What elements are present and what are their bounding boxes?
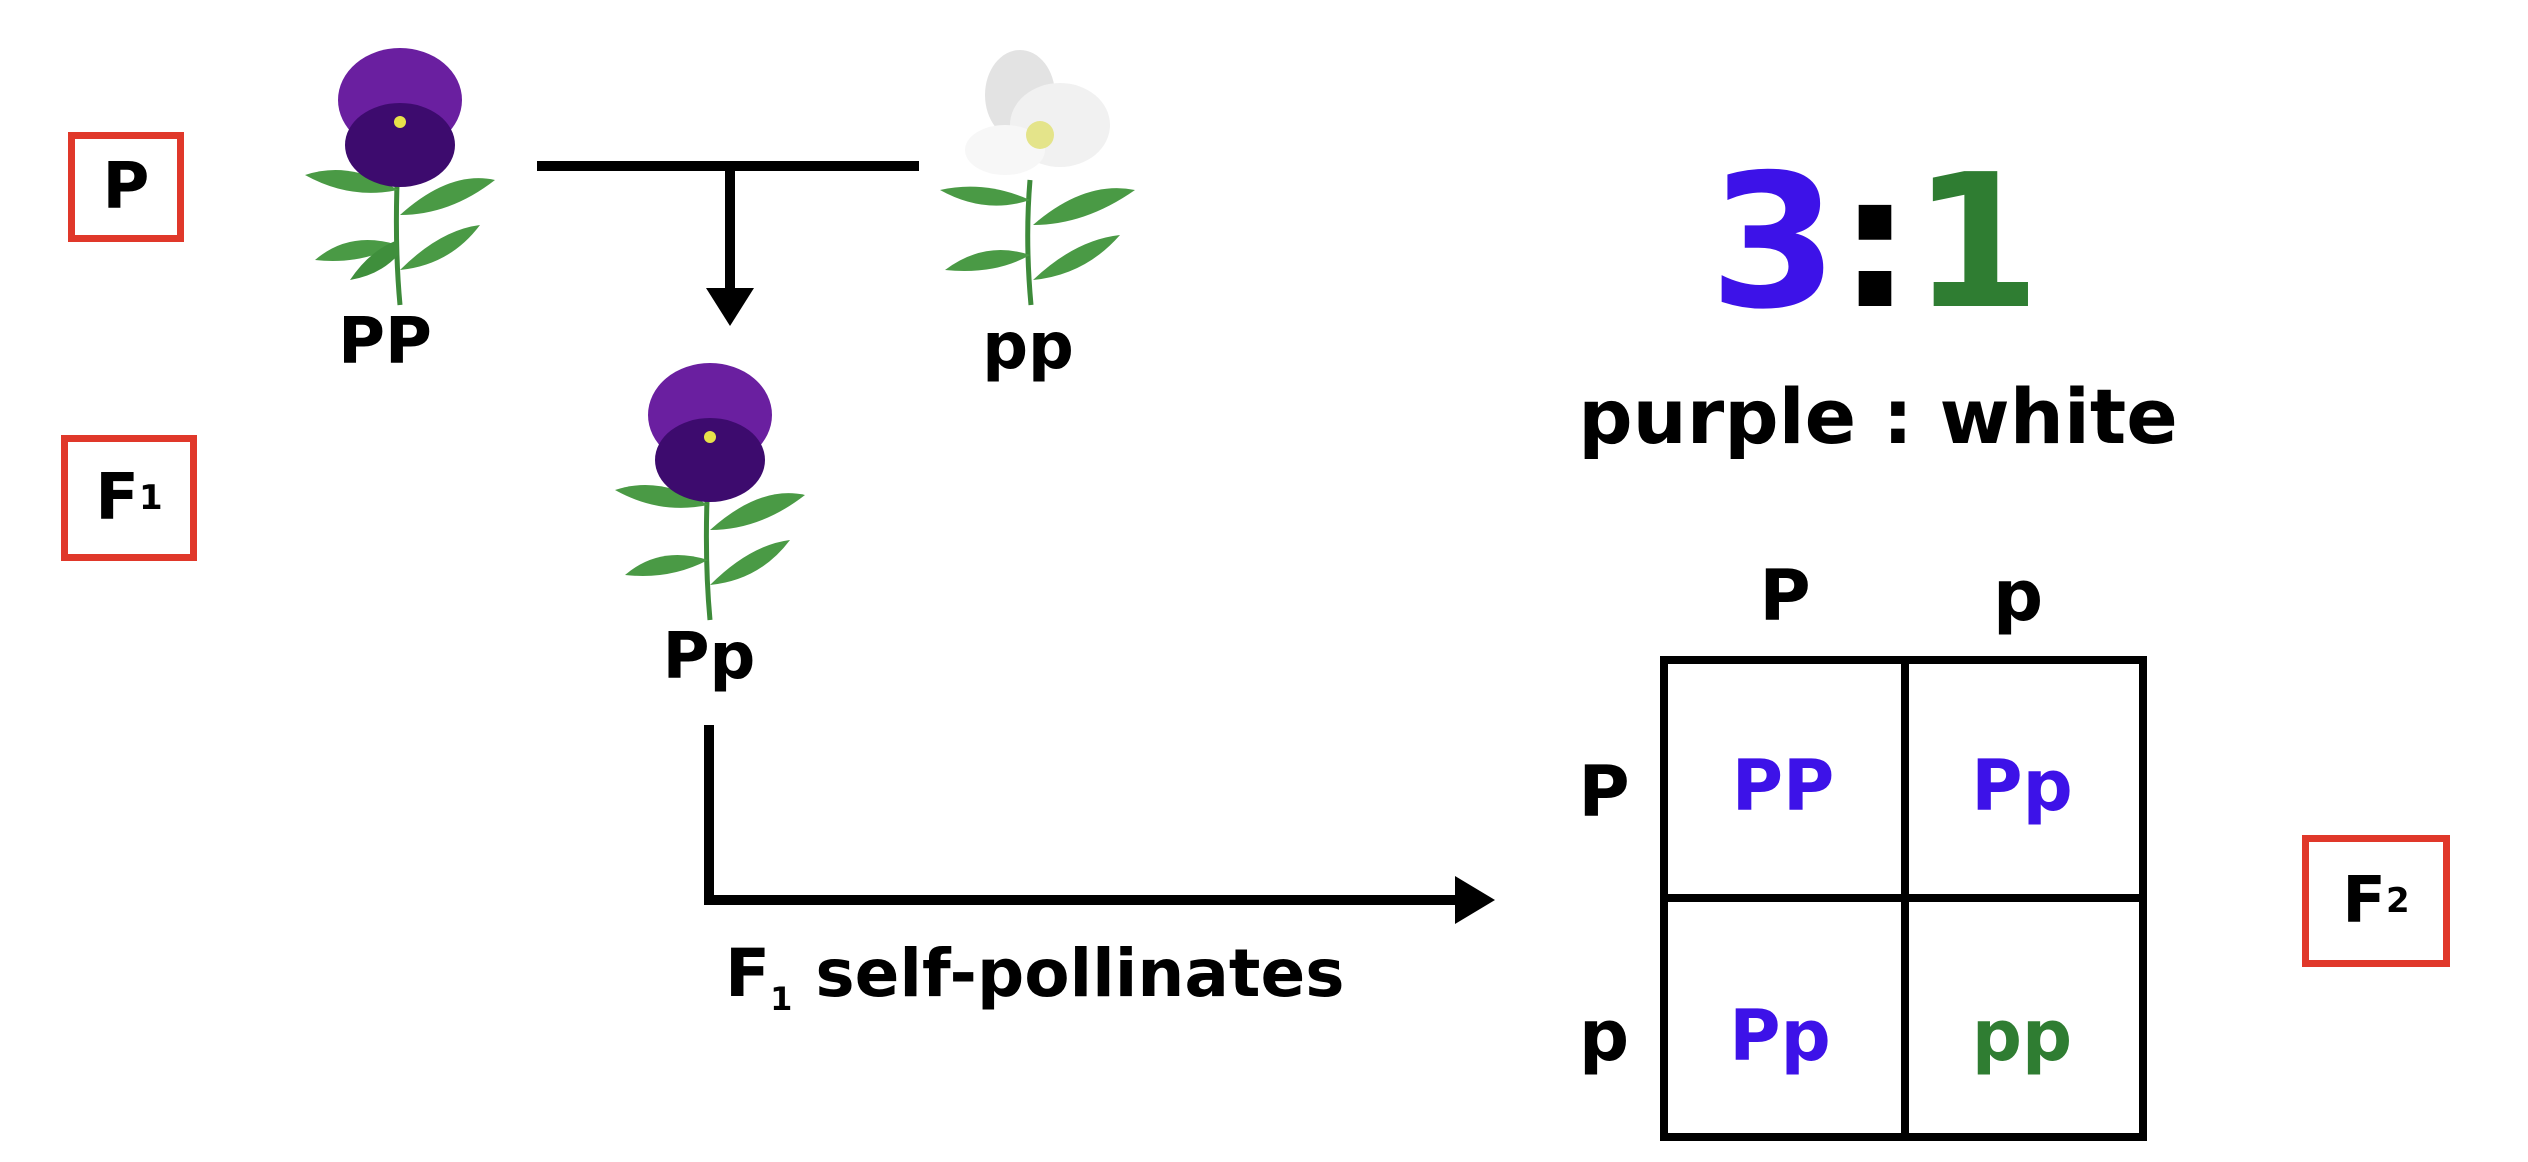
ratio-separator: :	[1838, 134, 1912, 350]
parent-white-genotype: pp	[982, 310, 1074, 384]
generation-p-label: P	[102, 150, 150, 224]
arrow-right-icon	[1455, 876, 1495, 924]
parent-purple-genotype: PP	[338, 305, 432, 379]
self-pollination-caption: F1 self-pollinates	[725, 935, 1345, 1019]
punnett-cell: pp	[1971, 995, 2073, 1077]
f1-genotype: Pp	[662, 620, 756, 694]
punnett-row-header: P	[1578, 751, 1630, 833]
self-pollination-stem	[704, 725, 714, 905]
generation-f2-subscript: 2	[2386, 881, 2410, 921]
generation-f1-label: F	[95, 461, 140, 535]
ratio-recessive: 1	[1911, 134, 2041, 350]
white-flower-pp-icon	[940, 50, 1135, 306]
generation-f1-subscript: 1	[139, 478, 163, 518]
punnett-cell: Pp	[1971, 745, 2073, 827]
ratio: 3:1	[1709, 150, 2040, 335]
cross-arrow-stem	[725, 166, 735, 291]
punnett-row-header: p	[1578, 995, 1630, 1077]
punnett-col-header: P	[1759, 555, 1811, 637]
punnett-horizontal-divider	[1660, 894, 2147, 902]
purple-flower-f1-icon	[615, 363, 805, 621]
punnett-col-header: p	[1992, 555, 2044, 637]
self-pollination-line	[704, 895, 1464, 905]
ratio-caption: purple : white	[1578, 372, 2178, 461]
punnett-cell: Pp	[1729, 995, 1831, 1077]
generation-p-box: P	[68, 132, 184, 242]
ratio-dominant: 3	[1709, 134, 1839, 350]
purple-flower-pp-icon	[305, 48, 495, 306]
punnett-cell: PP	[1731, 745, 1835, 827]
generation-f2-label: F	[2342, 864, 2387, 938]
arrow-down-icon	[706, 288, 754, 326]
